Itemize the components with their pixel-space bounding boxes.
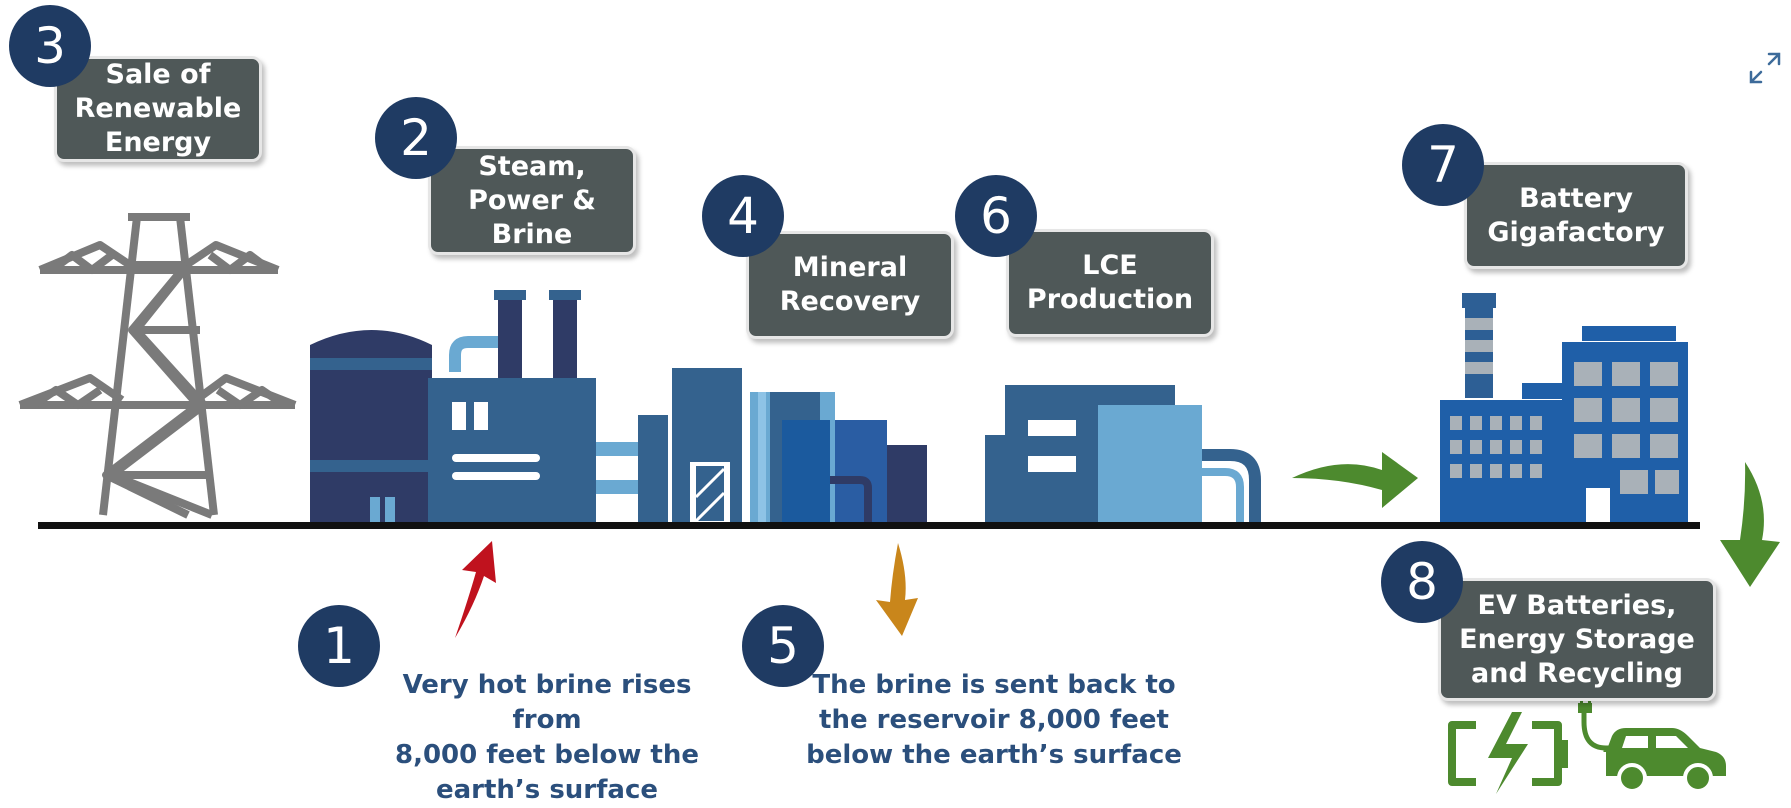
step-6-label-box: LCE Production [1006, 229, 1214, 337]
battery-charging-icon [1448, 712, 1568, 794]
green-arrow-to-gigafactory [1292, 452, 1418, 508]
mineral-plant-icon [638, 368, 927, 525]
step-1-description: Very hot brine rises from 8,000 feet bel… [394, 670, 699, 805]
expand-icon[interactable] [1745, 48, 1785, 88]
power-plant-icon [310, 290, 638, 525]
step-3-badge: 3 [9, 5, 91, 87]
gigafactory-icon [1440, 293, 1688, 525]
ground-line [38, 522, 1700, 529]
orange-down-arrow [876, 543, 918, 636]
step-7-label-box: Battery Gigafactory [1464, 162, 1688, 269]
step-4-badge: 4 [702, 175, 784, 257]
step-7-badge: 7 [1402, 124, 1484, 206]
transmission-tower-icon [18, 213, 297, 519]
step-8-label-box: EV Batteries, Energy Storage and Recycli… [1438, 578, 1716, 701]
step-4-label-box: Mineral Recovery [746, 231, 954, 339]
step-2-label-box: Steam, Power & Brine [428, 146, 636, 255]
step-5-badge: 5 [742, 605, 824, 687]
step-3-label-box: Sale of Renewable Energy [54, 56, 262, 162]
step-1-badge: 1 [298, 605, 380, 687]
red-up-arrow [455, 541, 496, 638]
lce-plant-icon [985, 385, 1261, 525]
step-2-badge: 2 [375, 97, 457, 179]
step-6-badge: 6 [955, 175, 1037, 257]
electric-car-icon [1578, 695, 1726, 793]
green-arrow-down [1720, 462, 1780, 587]
step-8-badge: 8 [1381, 541, 1463, 623]
step-5-description: The brine is sent back to the reservoir … [806, 670, 1182, 770]
